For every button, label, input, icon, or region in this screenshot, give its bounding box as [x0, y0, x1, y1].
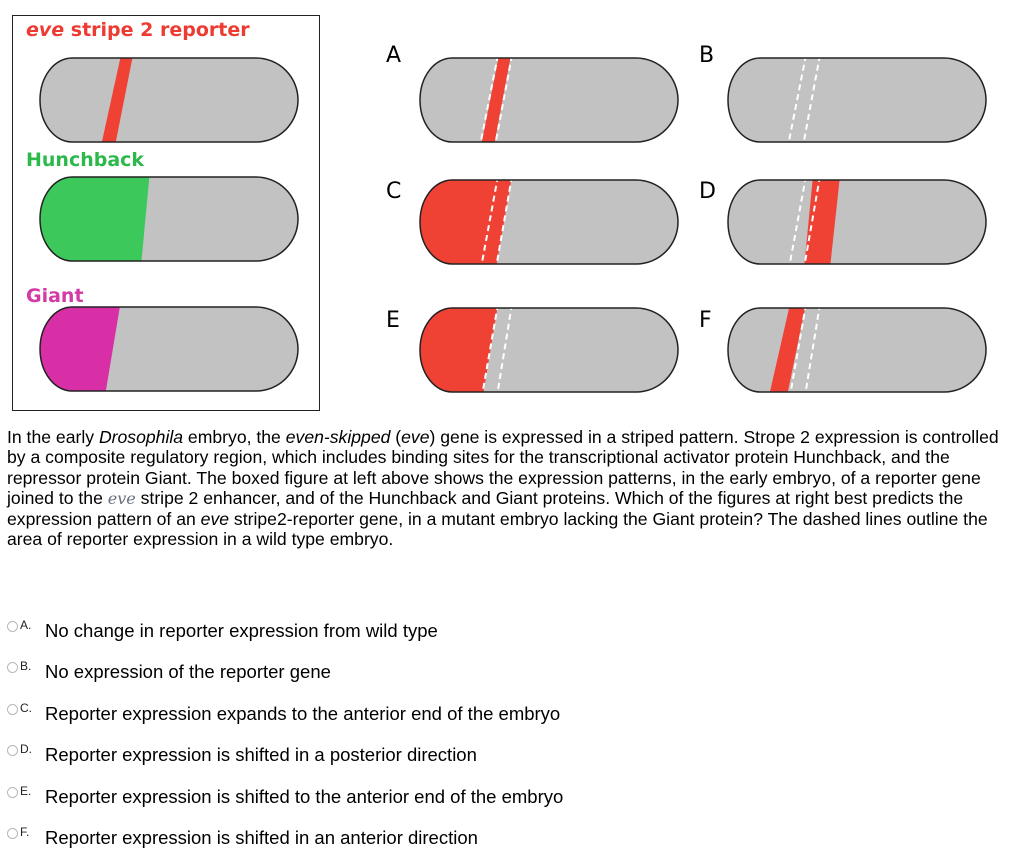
radio-button-c[interactable]: [7, 704, 18, 715]
answer-choice-f[interactable]: F. Reporter expression is shifted in an …: [7, 825, 907, 858]
radio-button-f[interactable]: [7, 828, 18, 839]
figure-letter-d: D: [699, 179, 716, 204]
radio-button-d[interactable]: [7, 745, 18, 756]
answer-text-d: Reporter expression is shifted in a post…: [45, 744, 477, 765]
eve-stripe-2-reporter-label: eve stripe 2 reporter: [26, 19, 250, 41]
answer-text-c: Reporter expression expands to the anter…: [45, 703, 561, 724]
question-text: In the early Drosophila embryo, the even…: [7, 427, 999, 550]
legend-embryo-hunchback: [39, 176, 299, 262]
answer-choice-b[interactable]: B. No expression of the reporter gene: [7, 659, 907, 692]
figure-letter-c: C: [386, 179, 402, 204]
figure-letter-e: E: [386, 308, 400, 333]
radio-button-b[interactable]: [7, 662, 18, 673]
giant-label: Giant: [26, 285, 84, 307]
embryo-option-f: [727, 307, 987, 393]
hunchback-domain: [40, 177, 150, 261]
radio-button-e[interactable]: [7, 787, 18, 798]
radio-button-a[interactable]: [7, 621, 18, 632]
giant-domain: [40, 307, 121, 391]
answer-text-f: Reporter expression is shifted in an ant…: [45, 827, 478, 848]
embryo-option-d: [727, 179, 987, 265]
figure-letter-a: A: [386, 43, 402, 68]
figure-letter-f: F: [699, 308, 712, 333]
embryo-option-c: [419, 179, 679, 265]
answer-choice-c[interactable]: C. Reporter expression expands to the an…: [7, 701, 907, 734]
embryo-option-a: [419, 57, 679, 143]
answer-choice-e[interactable]: E. Reporter expression is shifted to the…: [7, 784, 907, 817]
embryo-figures: [39, 57, 987, 393]
legend-embryo-eve: [39, 57, 299, 143]
eve-stripe-2: [101, 58, 133, 142]
hunchback-label: Hunchback: [26, 149, 145, 171]
answer-choice-a[interactable]: A. No change in reporter expression from…: [7, 618, 907, 651]
figure-letter-b: B: [699, 43, 715, 68]
legend-embryo-giant: [39, 306, 299, 392]
answer-text-b: No expression of the reporter gene: [45, 661, 331, 682]
embryo-option-e: [419, 307, 679, 393]
embryo-option-b: [727, 57, 987, 143]
answer-text-e: Reporter expression is shifted to the an…: [45, 786, 564, 807]
answer-text-a: No change in reporter expression from wi…: [45, 620, 438, 641]
answer-choice-d[interactable]: D. Reporter expression is shifted in a p…: [7, 742, 907, 775]
boxed-legend-figure: [12, 15, 320, 411]
